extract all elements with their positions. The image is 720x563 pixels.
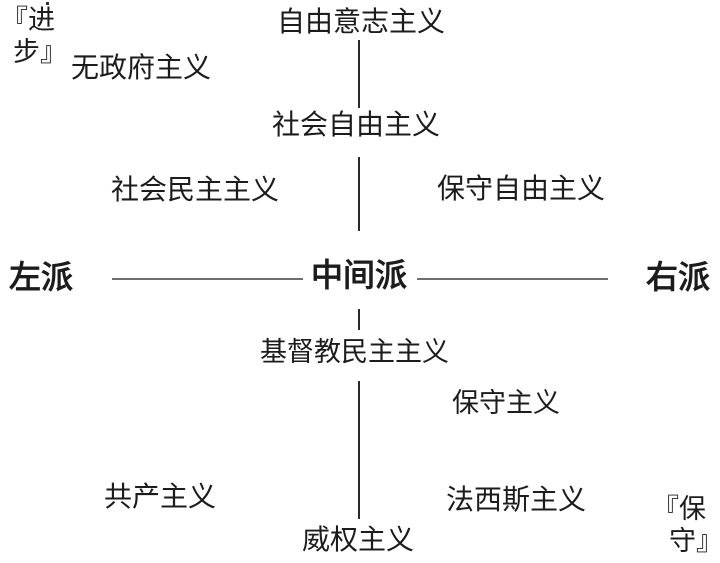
axis-left-label: 左派 xyxy=(9,259,74,295)
progressive-corner-label-line1: 『进 xyxy=(1,5,55,35)
progressive-corner-label-line2: 步』 xyxy=(13,37,67,67)
label-conservative-liberalism: 保守自由主义 xyxy=(437,174,606,205)
conservative-corner-label-line2: 守』 xyxy=(669,526,720,556)
vertical-axis-segment-lower-middle xyxy=(358,309,360,330)
vertical-axis-segment-bottom xyxy=(358,381,360,519)
label-authoritarianism: 威权主义 xyxy=(302,525,415,556)
label-social-democracy: 社会民主主义 xyxy=(111,175,280,206)
label-fascism: 法西斯主义 xyxy=(446,485,587,516)
stray-dot-mark xyxy=(46,2,49,5)
horizontal-axis-line-left xyxy=(112,278,303,280)
vertical-axis-segment-top xyxy=(358,40,360,108)
label-social-liberalism: 社会自由主义 xyxy=(272,110,441,141)
label-anarchism: 无政府主义 xyxy=(71,53,212,84)
conservative-corner-label-line1: 『保 xyxy=(652,494,706,524)
label-communism: 共产主义 xyxy=(104,482,217,513)
label-conservatism: 保守主义 xyxy=(452,388,560,418)
vertical-axis-segment-upper-middle xyxy=(358,157,360,231)
axis-right-label: 右派 xyxy=(646,259,711,295)
horizontal-axis-line-right xyxy=(417,278,608,280)
label-christian-democracy: 基督教民主主义 xyxy=(260,337,449,367)
label-libertarianism: 自由意志主义 xyxy=(277,7,446,38)
axis-center-label: 中间派 xyxy=(311,257,408,293)
